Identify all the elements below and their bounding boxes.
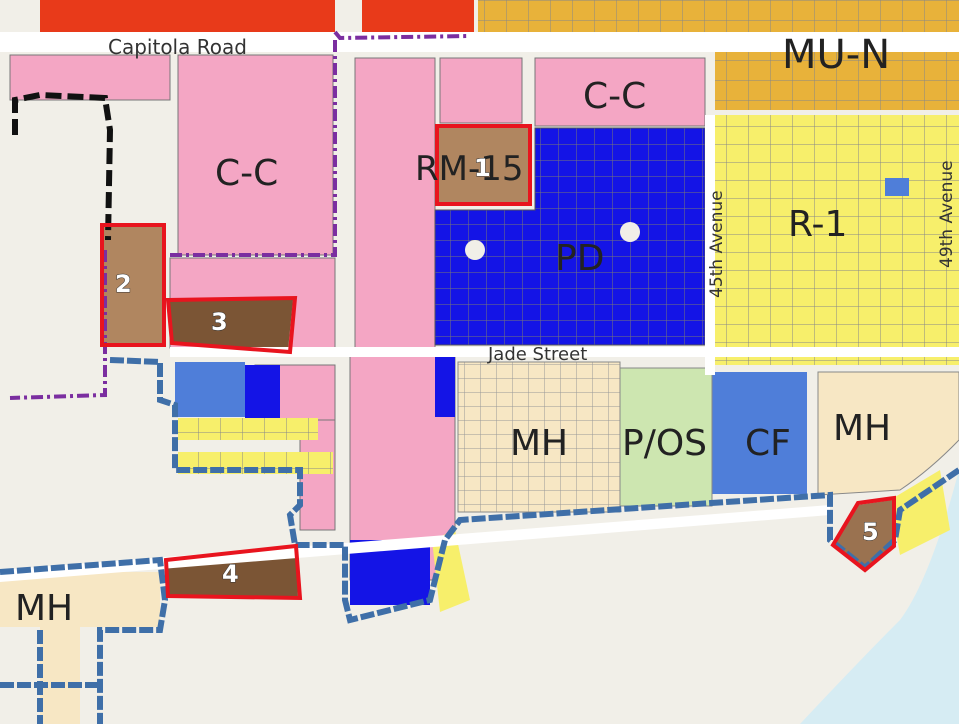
water-body <box>800 470 959 724</box>
purple-boundary <box>9 30 471 400</box>
zone-r1 <box>715 115 959 365</box>
site-2-parcel <box>103 226 163 344</box>
road-jade: Jade Street <box>487 344 587 365</box>
site-5-parcel <box>835 500 893 568</box>
zone-mh-left <box>0 572 160 627</box>
zone-cc-right <box>534 57 706 127</box>
ave45-strip <box>705 115 715 375</box>
site-4-outline[interactable] <box>163 543 303 601</box>
site-number-2: 2 <box>115 270 132 298</box>
zone-r1-strip-a <box>178 418 318 440</box>
site-1-outline[interactable] <box>435 124 532 206</box>
zone-cf <box>712 372 807 494</box>
site-3-outline[interactable] <box>165 295 298 355</box>
label-pos: P/OS <box>622 423 707 464</box>
zone-pd-thin <box>435 357 455 417</box>
zone-cf-left <box>175 362 245 417</box>
site-3-parcel <box>168 300 293 350</box>
site-number-4: 4 <box>222 560 239 588</box>
r1-blue-parcel <box>885 178 909 196</box>
site-1-parcel <box>437 126 530 204</box>
city-boundary-south <box>0 630 100 724</box>
zone-mu-n-lower <box>715 52 959 110</box>
pd-cul-de-sac-2 <box>620 222 640 242</box>
major-road-south <box>0 505 830 582</box>
label-cf: CF <box>745 423 791 464</box>
road-capitola: Capitola Road <box>108 35 247 59</box>
label-mun: MU-N <box>782 32 890 78</box>
zone-cc-center <box>354 57 436 349</box>
zone-cc-main <box>177 54 334 256</box>
label-r1: R-1 <box>788 204 847 245</box>
road-45th: 45th Avenue <box>707 190 727 298</box>
site-number-5: 5 <box>862 518 879 546</box>
zone-r1-east <box>890 470 950 555</box>
label-mh-left: MH <box>15 588 73 629</box>
label-cc-left: C-C <box>215 153 278 194</box>
jade-street-strip <box>170 347 959 357</box>
city-boundary-west <box>0 556 169 724</box>
zone-pd-small <box>245 365 280 420</box>
label-pd: PD <box>555 238 604 279</box>
zone-pos <box>619 367 713 507</box>
site-number-1: 1 <box>474 154 491 182</box>
site-5-outline[interactable] <box>830 495 896 573</box>
zone-cc-top <box>439 57 523 124</box>
pd-cul-de-sac-1 <box>465 240 485 260</box>
capitola-road-strip <box>0 32 959 52</box>
zone-mh-center <box>457 361 621 513</box>
zone-mh-left-strip <box>40 620 80 724</box>
zone-industrial-right <box>362 0 474 32</box>
site-number-3: 3 <box>211 308 228 336</box>
black-boundary <box>12 91 114 241</box>
zone-mu-n <box>478 0 959 32</box>
label-rm: RM-15 <box>415 149 524 189</box>
site-2-outline[interactable] <box>100 223 166 347</box>
road-49th: 49th Avenue <box>937 160 957 268</box>
label-mh-center: MH <box>510 423 568 464</box>
label-mh-right: MH <box>833 408 891 449</box>
zone-industrial-left <box>40 0 335 32</box>
label-cc-right: C-C <box>583 76 646 117</box>
